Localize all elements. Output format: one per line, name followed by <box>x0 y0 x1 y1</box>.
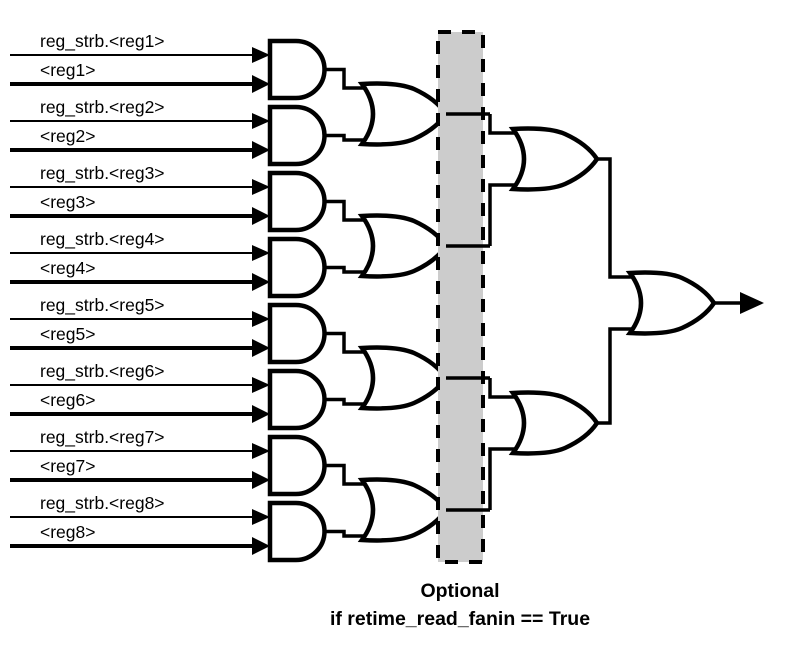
and-gate-7[interactable] <box>270 437 325 494</box>
input-group-reg2: reg_strb.<reg2> <reg2> <box>10 97 270 159</box>
or-gate-stage2-1[interactable] <box>513 129 597 190</box>
or-gate-stage1-4[interactable] <box>362 480 446 541</box>
and-gate-6[interactable] <box>270 371 325 428</box>
output-arrow <box>740 292 764 314</box>
or-gate-final[interactable] <box>630 273 714 334</box>
input-arrowhead-data-3 <box>252 207 270 225</box>
input-label-data-5: <reg5> <box>40 324 95 344</box>
link-and4-or2 <box>324 265 366 274</box>
or-gate-stage1-1[interactable] <box>362 84 446 145</box>
input-arrowhead-data-2 <box>252 141 270 159</box>
input-label-strobe-3: reg_strb.<reg3> <box>40 163 165 184</box>
input-label-strobe-8: reg_strb.<reg8> <box>40 493 165 514</box>
input-signals: reg_strb.<reg1> <reg1> reg_strb.<reg2> <… <box>10 31 270 555</box>
or1-to-or2-links <box>446 112 517 512</box>
input-arrowhead-data-8 <box>252 537 270 555</box>
or-gate-stage1-2[interactable] <box>362 216 446 277</box>
or-stage2 <box>513 129 597 454</box>
input-group-reg6: reg_strb.<reg6> <reg6> <box>10 361 270 423</box>
input-label-data-4: <reg4> <box>40 258 95 278</box>
link-or3-to-stage2b <box>488 378 517 399</box>
input-label-strobe-1: reg_strb.<reg1> <box>40 31 165 52</box>
and-gate-2[interactable] <box>270 107 325 164</box>
input-arrowhead-strobe-5 <box>252 311 270 327</box>
link-and2-or1 <box>324 133 366 142</box>
input-label-data-2: <reg2> <box>40 126 95 146</box>
input-arrowhead-data-7 <box>252 471 270 489</box>
link-stage2a-final <box>597 157 634 279</box>
input-arrowhead-strobe-1 <box>252 47 270 63</box>
input-arrowhead-strobe-2 <box>252 113 270 129</box>
input-label-data-6: <reg6> <box>40 390 95 410</box>
link-or1-to-stage2a <box>488 114 517 135</box>
link-and8-or4 <box>324 529 366 538</box>
and-gate-5[interactable] <box>270 305 325 362</box>
link-or2-to-stage2a <box>488 183 517 246</box>
input-arrowhead-strobe-6 <box>252 377 270 393</box>
input-arrowhead-strobe-4 <box>252 245 270 261</box>
input-label-data-1: <reg1> <box>40 60 95 80</box>
optional-caption-line2: if retime_read_fanin == True <box>330 608 590 630</box>
input-label-data-8: <reg8> <box>40 522 95 542</box>
and-gate-8[interactable] <box>270 503 325 560</box>
or-stage1 <box>362 84 446 541</box>
and-gate-3[interactable] <box>270 173 325 230</box>
input-label-strobe-7: reg_strb.<reg7> <box>40 427 165 448</box>
link-and3-or2 <box>324 199 366 222</box>
and-to-or-links <box>324 67 366 538</box>
input-label-data-3: <reg3> <box>40 192 95 212</box>
input-group-reg1: reg_strb.<reg1> <reg1> <box>10 31 270 93</box>
input-arrowhead-data-6 <box>252 405 270 423</box>
and-gate-stage <box>270 41 325 560</box>
link-stage2b-final <box>597 327 634 425</box>
optional-retiming-box[interactable] <box>436 30 485 564</box>
input-arrowhead-data-4 <box>252 273 270 291</box>
link-and6-or3 <box>324 397 366 406</box>
input-label-strobe-4: reg_strb.<reg4> <box>40 229 165 250</box>
input-arrowhead-strobe-8 <box>252 509 270 525</box>
link-and1-or1 <box>324 67 366 90</box>
input-arrowhead-data-5 <box>252 339 270 357</box>
link-or4-to-stage2b <box>488 447 517 510</box>
and-gate-4[interactable] <box>270 239 325 296</box>
optional-caption-line1: Optional <box>420 580 499 602</box>
input-group-reg3: reg_strb.<reg3> <reg3> <box>10 163 270 225</box>
input-arrowhead-strobe-7 <box>252 443 270 459</box>
input-group-reg8: reg_strb.<reg8> <reg8> <box>10 493 270 555</box>
input-arrowhead-strobe-3 <box>252 179 270 195</box>
input-group-reg5: reg_strb.<reg5> <reg5> <box>10 295 270 357</box>
link-and5-or3 <box>324 331 366 354</box>
and-gate-1[interactable] <box>270 41 325 98</box>
or-gate-stage1-3[interactable] <box>362 348 446 409</box>
input-label-strobe-2: reg_strb.<reg2> <box>40 97 165 118</box>
link-and7-or4 <box>324 463 366 486</box>
input-group-reg7: reg_strb.<reg7> <reg7> <box>10 427 270 489</box>
input-arrowhead-data-1 <box>252 75 270 93</box>
input-label-data-7: <reg7> <box>40 456 95 476</box>
input-label-strobe-6: reg_strb.<reg6> <box>40 361 165 382</box>
input-label-strobe-5: reg_strb.<reg5> <box>40 295 165 316</box>
or2-to-final-links <box>597 157 634 425</box>
input-group-reg4: reg_strb.<reg4> <reg4> <box>10 229 270 291</box>
or-gate-stage2-2[interactable] <box>513 393 597 454</box>
